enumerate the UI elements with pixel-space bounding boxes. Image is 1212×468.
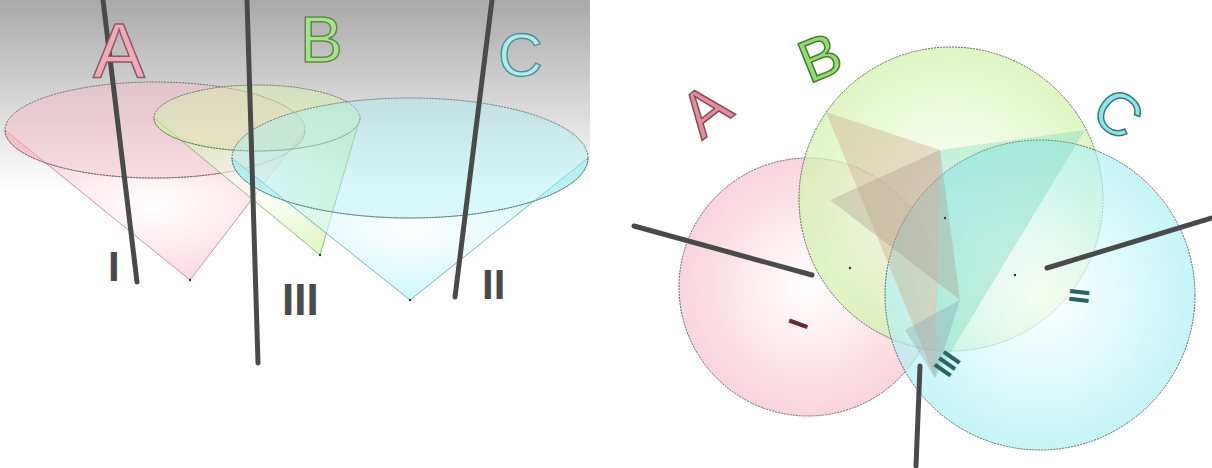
pole-numeral: I — [108, 246, 120, 288]
overlap-wedge — [935, 130, 1085, 378]
pole — [634, 226, 812, 275]
cone-letter: A — [93, 12, 145, 90]
cone-top — [232, 98, 588, 218]
cone-letter: C — [498, 24, 543, 86]
cone-letter: A — [669, 72, 742, 149]
pole-numeral: II — [482, 264, 505, 306]
pole-numeral: III — [282, 278, 319, 322]
apex — [189, 279, 191, 281]
apex — [319, 254, 321, 256]
cone-letter: B — [300, 8, 343, 72]
pole-numeral: II — [1065, 287, 1094, 305]
pole — [1047, 218, 1212, 268]
pole — [247, 0, 258, 363]
apex — [409, 299, 411, 301]
pole — [916, 366, 920, 466]
pole — [455, 0, 492, 297]
apex — [944, 217, 946, 219]
apex — [849, 267, 851, 269]
cone-letter: C — [1082, 77, 1153, 151]
overlap-wedge — [830, 150, 960, 300]
apex — [1014, 274, 1016, 276]
cone-letter: B — [790, 23, 850, 94]
